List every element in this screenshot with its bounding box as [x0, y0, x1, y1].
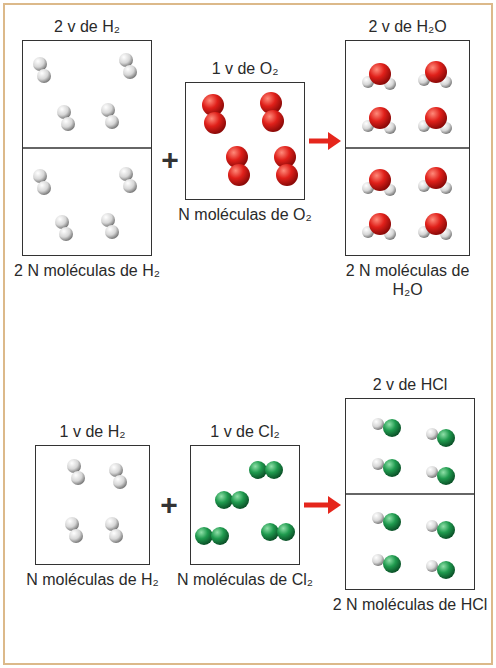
molecule-count: 2 N moléculas de H₂	[7, 261, 167, 280]
volume-box: 1 v de Cl₂N moléculas de Cl₂	[190, 445, 300, 565]
molecule-count: N moléculas de H₂	[20, 570, 165, 589]
volume-box: 2 v de H₂2 N moléculas de H₂	[22, 40, 152, 256]
figure-frame	[3, 3, 493, 665]
molecule-count: 2 N moléculas de HCl	[330, 595, 490, 614]
volume-heading: 2 v de HCl	[316, 375, 496, 394]
molecule-count: 2 N moléculas de H₂O	[330, 261, 485, 299]
molecule-count: N moléculas de Cl₂	[175, 570, 315, 589]
volume-box: 1 v de H₂N moléculas de H₂	[35, 445, 150, 565]
plus-sign: +	[161, 145, 179, 175]
volume-box: 1 v de O₂N moléculas de O₂	[185, 82, 305, 200]
reaction-arrow	[309, 132, 341, 150]
molecule-count: N moléculas de O₂	[170, 205, 320, 224]
volume-heading: 1 v de O₂	[156, 59, 334, 78]
volume-heading: 1 v de Cl₂	[161, 422, 329, 441]
plus-sign: +	[160, 490, 178, 520]
volume-heading: 2 v de H₂	[0, 17, 181, 36]
volume-box: 2 v de HCl2 N moléculas de HCl	[345, 398, 475, 590]
volume-heading: 2 v de H₂O	[316, 17, 496, 36]
reaction-arrow	[304, 496, 341, 514]
volume-box: 2 v de H₂O2 N moléculas de H₂O	[345, 40, 470, 256]
volume-heading: 1 v de H₂	[6, 422, 179, 441]
